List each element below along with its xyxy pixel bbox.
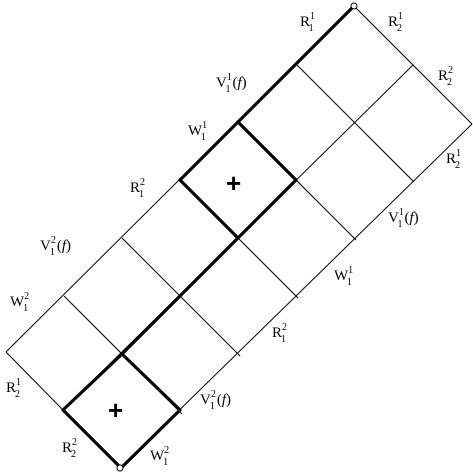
plus-sign-lower: +: [108, 395, 123, 425]
top-endpoint: [350, 2, 358, 10]
bottom-endpoint: [116, 464, 124, 472]
plus-sign-upper: +: [226, 168, 241, 198]
